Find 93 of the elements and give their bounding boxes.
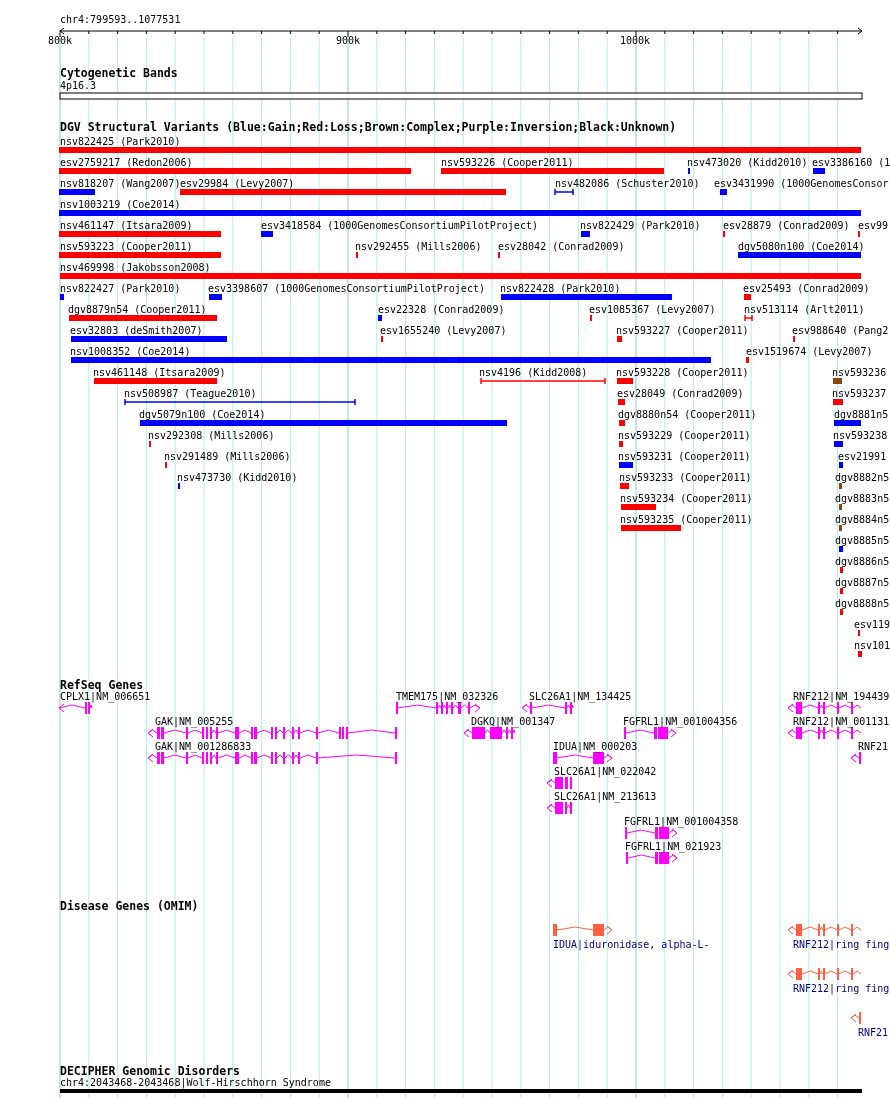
feature-label: nsv508987 (Teague2010) bbox=[124, 388, 257, 400]
feature-label: dgv8887n5 bbox=[835, 577, 890, 589]
feature-label: nsv292455 (Mills2006) bbox=[355, 241, 482, 253]
track-heading: Disease Genes (OMIM) bbox=[60, 900, 199, 913]
feature-label: dgv8885n5 bbox=[835, 535, 890, 547]
feature-label: 4p16.3 bbox=[60, 80, 97, 92]
feature-label: nsv101 bbox=[854, 640, 890, 652]
feature-label: esv28049 (Conrad2009) bbox=[617, 388, 744, 400]
feature-label: nsv593236 bbox=[832, 367, 887, 379]
feature-label: SLC26A1|NM_134425 bbox=[529, 691, 632, 703]
feature-label: RNF212|ring fing bbox=[793, 983, 890, 995]
feature-label: dgv8884n5 bbox=[835, 514, 890, 526]
feature-label: RNF212|NM_001131 bbox=[793, 716, 890, 728]
feature-label: esv1519674 (Levy2007) bbox=[746, 346, 873, 358]
feature-label: nsv4196 (Kidd2008) bbox=[479, 367, 588, 379]
feature-label: nsv593223 (Cooper2011) bbox=[60, 241, 193, 253]
feature-label: nsv1008352 (Coe2014) bbox=[70, 346, 191, 358]
feature-label: nsv513114 (Arlt2011) bbox=[744, 304, 865, 316]
feature-label: esv28042 (Conrad2009) bbox=[498, 241, 625, 253]
feature-label: nsv482086 (Schuster2010) bbox=[555, 178, 700, 190]
feature-label: nsv593226 (Cooper2011) bbox=[441, 157, 574, 169]
feature-label: esv28879 (Conrad2009) bbox=[723, 220, 850, 232]
feature-label: dgv8883n5 bbox=[835, 493, 890, 505]
feature-label: esv21991 bbox=[838, 451, 887, 463]
feature-label: esv3418584 (1000GenomesConsortiumPilotProject) bbox=[261, 220, 538, 232]
feature-label: dgv8880n54 (Cooper2011) bbox=[618, 409, 757, 421]
feature-label: nsv593231 (Cooper2011) bbox=[618, 451, 751, 463]
feature-label: nsv818207 (Wang2007) bbox=[60, 178, 181, 190]
feature-label: nsv593238 bbox=[833, 430, 888, 442]
feature-label: GAK|NM_001286833 bbox=[155, 741, 252, 753]
feature-label: nsv473730 (Kidd2010) bbox=[177, 472, 298, 484]
feature-label: esv119 bbox=[854, 619, 890, 631]
feature-label: dgv8881n5 bbox=[834, 409, 889, 421]
feature-label: esv1085367 (Levy2007) bbox=[589, 304, 716, 316]
feature-label: nsv593228 (Cooper2011) bbox=[616, 367, 749, 379]
feature-label: esv2759217 (Redon2006) bbox=[60, 157, 193, 169]
track-heading: RefSeq Genes bbox=[60, 679, 144, 692]
feature-label: nsv469998 (Jakobsson2008) bbox=[60, 262, 211, 274]
feature-label: esv3398607 (1000GenomesConsortiumPilotProject) bbox=[208, 283, 485, 295]
feature-label: esv988640 (Pang2 bbox=[792, 325, 889, 337]
feature-label: chr4:2043468-2043468|Wolf-Hirschhorn Syndrome bbox=[60, 1077, 331, 1089]
feature-label: esv99 bbox=[858, 220, 889, 232]
feature-label: chr4:799593..1077531 bbox=[60, 14, 181, 26]
feature-label: nsv593237 bbox=[832, 388, 887, 400]
feature-label: CPLX1|NM_006651 bbox=[60, 691, 151, 703]
feature-label: TMEM175|NM_032326 bbox=[396, 691, 499, 703]
feature-label: IDUA|NM_000203 bbox=[553, 741, 638, 753]
feature-label: nsv1003219 (Coe2014) bbox=[60, 199, 181, 211]
feature-label: dgv8882n5 bbox=[835, 472, 890, 484]
feature-label: esv1655240 (Levy2007) bbox=[380, 325, 507, 337]
feature-label: DGKQ|NM_001347 bbox=[471, 716, 556, 728]
feature-label: nsv593234 (Cooper2011) bbox=[620, 493, 753, 505]
feature-label: RNF21 bbox=[858, 1027, 889, 1039]
feature-label: esv25493 (Conrad2009) bbox=[743, 283, 870, 295]
feature-label: dgv8886n5 bbox=[835, 556, 890, 568]
feature-label: RNF21 bbox=[858, 741, 889, 753]
feature-label: dgv8879n54 (Cooper2011) bbox=[68, 304, 207, 316]
feature-label: nsv461147 (Itsara2009) bbox=[60, 220, 193, 232]
feature-label: nsv593229 (Cooper2011) bbox=[618, 430, 751, 442]
feature-label: nsv292308 (Mills2006) bbox=[148, 430, 275, 442]
feature-label: RNF212|NM_194439 bbox=[793, 691, 890, 703]
feature-label: dgv5079n100 (Coe2014) bbox=[139, 409, 266, 421]
feature-label: dgv8888n5 bbox=[835, 598, 890, 610]
tick-label: 800k bbox=[48, 35, 73, 47]
feature-label: esv3431990 (1000GenomesConsor bbox=[714, 178, 889, 190]
feature-label: dgv5080n100 (Coe2014) bbox=[738, 241, 865, 253]
feature-label: nsv822427 (Park2010) bbox=[60, 283, 181, 295]
feature-label: esv3386160 (1 bbox=[812, 157, 890, 169]
feature-label: esv29984 (Levy2007) bbox=[180, 178, 295, 190]
feature-label: nsv473020 (Kidd2010) bbox=[687, 157, 808, 169]
feature-label: nsv822429 (Park2010) bbox=[580, 220, 701, 232]
feature-label: nsv593233 (Cooper2011) bbox=[619, 472, 752, 484]
feature-label: esv22328 (Conrad2009) bbox=[378, 304, 505, 316]
feature-label: IDUA|iduronidase, alpha-L- bbox=[553, 939, 710, 951]
feature-label: nsv593227 (Cooper2011) bbox=[616, 325, 749, 337]
feature-label: nsv593235 (Cooper2011) bbox=[620, 514, 753, 526]
feature-label: SLC26A1|NM_213613 bbox=[554, 791, 657, 803]
feature-label: SLC26A1|NM_022042 bbox=[554, 766, 657, 778]
track-heading: DECIPHER Genomic Disorders bbox=[60, 1065, 240, 1078]
tick-label: 1000k bbox=[620, 35, 651, 47]
feature-label: RNF212|ring fing bbox=[793, 939, 890, 951]
feature-label: nsv291489 (Mills2006) bbox=[164, 451, 291, 463]
feature-label: nsv822425 (Park2010) bbox=[60, 136, 181, 148]
track-heading: DGV Structural Variants (Blue:Gain;Red:Loss;Brown:Complex;Purple:Inversion;Black:Unknown) bbox=[60, 121, 677, 134]
feature-label: GAK|NM_005255 bbox=[155, 716, 234, 728]
feature-label: esv32803 (deSmith2007) bbox=[70, 325, 203, 337]
feature-label: FGFRL1|NM_001004356 bbox=[623, 716, 738, 728]
tick-label: 900k bbox=[336, 35, 361, 47]
feature-label: nsv822428 (Park2010) bbox=[500, 283, 621, 295]
feature-label: nsv461148 (Itsara2009) bbox=[93, 367, 226, 379]
track-heading: Cytogenetic Bands bbox=[60, 67, 178, 80]
feature-label: FGFRL1|NM_001004358 bbox=[624, 816, 739, 828]
feature-label: FGFRL1|NM_021923 bbox=[625, 841, 722, 853]
